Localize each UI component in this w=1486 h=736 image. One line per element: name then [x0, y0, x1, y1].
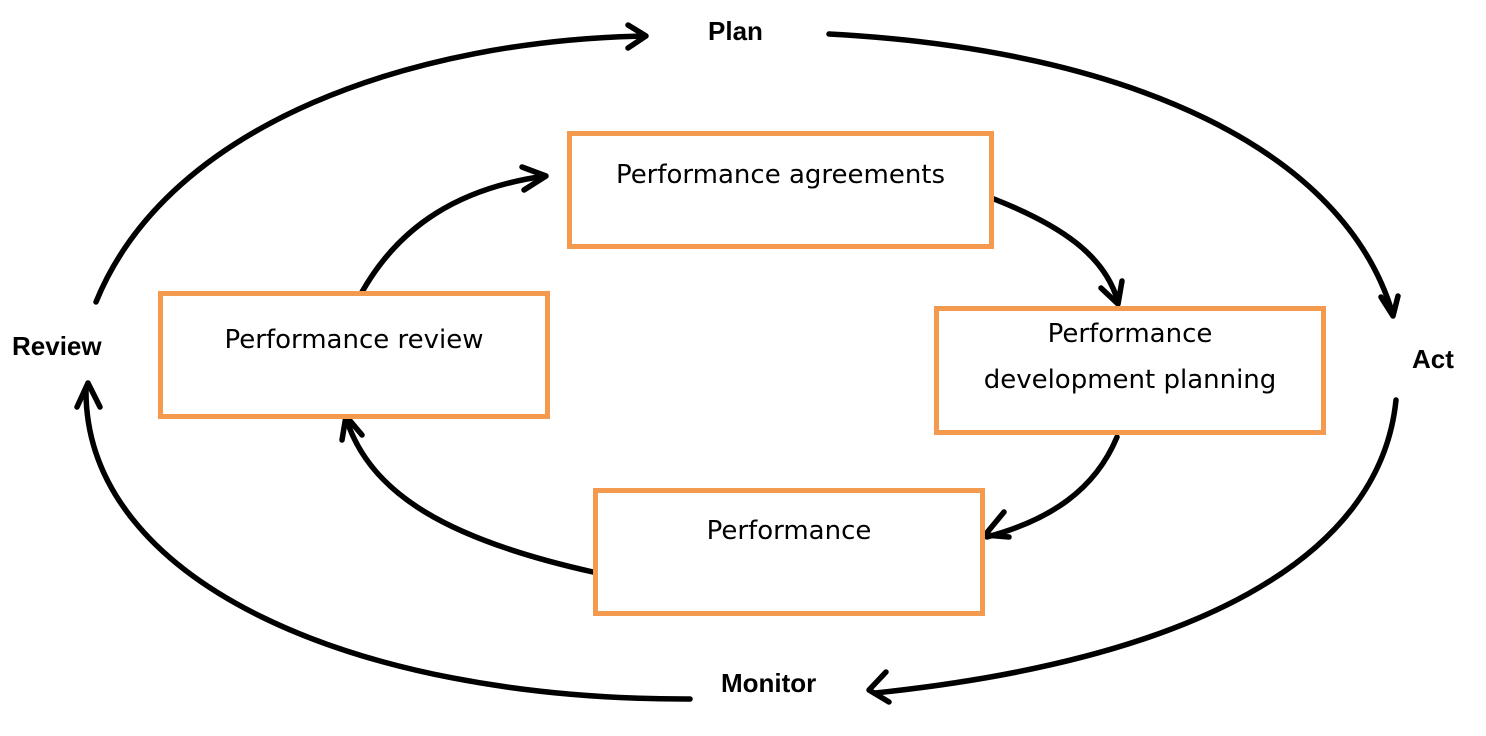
outer-label-monitor: Monitor — [721, 668, 817, 698]
box-performance-review-label: Performance review — [224, 325, 484, 355]
outer-arrowhead-plan — [625, 22, 649, 51]
outer-arrowhead-monitor — [866, 669, 892, 705]
box-performance-development-planning-line2: development planning — [983, 365, 1277, 395]
outer-label-plan: Plan — [708, 16, 763, 46]
inner-arrow-agreements-to-development — [991, 196, 1121, 305]
box-performance-agreements-label: Performance agreements — [615, 160, 946, 190]
outer-arrowhead-review — [74, 380, 103, 410]
outer-arrow-plan-to-act — [826, 31, 1396, 318]
box-performance-development-planning-line1: Performance — [1047, 319, 1213, 349]
outer-label-review: Review — [12, 331, 102, 361]
box-performance-agreements: Performance agreements — [567, 131, 994, 249]
outer-arrow-act-to-monitor — [872, 397, 1399, 696]
outer-label-act: Act — [1412, 344, 1454, 374]
inner-arrow-review-to-agreements — [359, 173, 548, 295]
outer-arrow-monitor-to-review — [83, 387, 693, 702]
box-performance-label: Performance — [706, 516, 872, 546]
box-performance-development-planning: Performance development planning — [934, 306, 1326, 435]
inner-arrowhead-performance — [982, 509, 1012, 540]
outer-arrow-review-to-plan — [93, 33, 648, 305]
box-performance: Performance — [593, 488, 985, 616]
box-performance-review: Performance review — [158, 291, 550, 419]
inner-arrowhead-agreements — [519, 164, 549, 193]
inner-arrow-development-to-performance — [984, 434, 1120, 540]
outer-arrowhead-act — [1378, 293, 1401, 319]
inner-arrow-performance-to-review — [343, 415, 596, 575]
inner-arrowhead-development — [1098, 278, 1125, 307]
